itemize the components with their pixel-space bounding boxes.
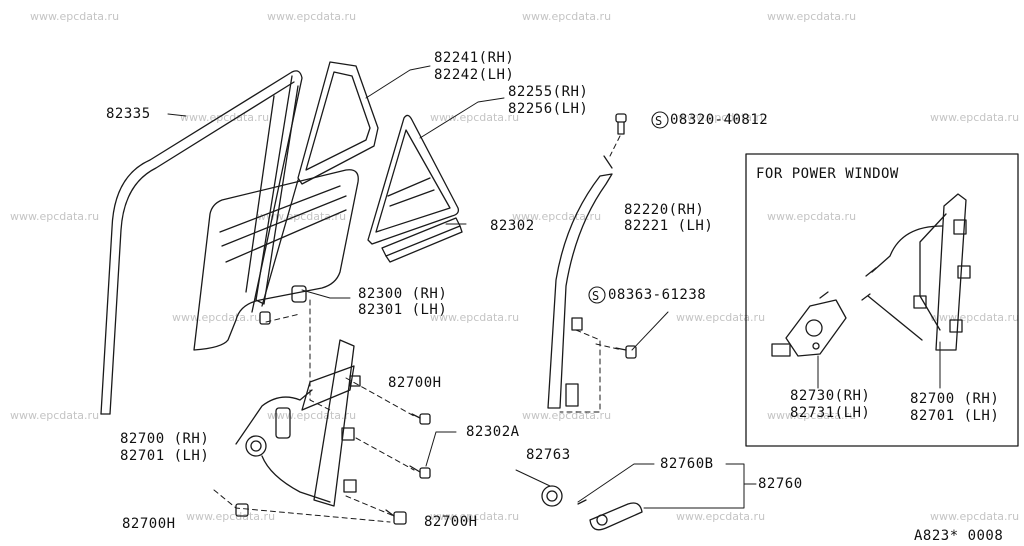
label-82221: 82221 (LH) — [624, 218, 714, 234]
inset-leader-lines — [817, 341, 941, 389]
bolt-82700h-1 — [411, 413, 431, 425]
label-82335: 82335 — [106, 106, 151, 122]
watermark: www.epcdata.ru — [767, 210, 857, 223]
watermark: www.epcdata.ru — [430, 510, 520, 523]
screw-08320 — [615, 113, 627, 135]
watermark: www.epcdata.ru — [522, 10, 612, 23]
diagram-code: A823* 0008 — [914, 528, 1004, 544]
label-82700h-lower-mid: 82700H — [424, 514, 478, 530]
watermark: www.epcdata.ru — [676, 510, 766, 523]
quarter-glass-82255 — [367, 114, 460, 245]
moulding-82302 — [381, 217, 463, 263]
watermark: www.epcdata.ru — [10, 409, 100, 422]
door-glass-82300 — [193, 169, 359, 351]
bolt-82302a — [409, 465, 431, 479]
label-82256: 82256(LH) — [508, 101, 589, 117]
watermark: www.epcdata.ru — [180, 111, 270, 124]
label-82302: 82302 — [490, 218, 535, 234]
watermark: www.epcdata.ru — [10, 210, 100, 223]
label-82241: 82241(RH) — [434, 50, 515, 66]
label-82760: 82760 — [758, 476, 803, 492]
watermark: www.epcdata.ru — [30, 10, 120, 23]
inset-title: FOR POWER WINDOW — [756, 166, 899, 182]
label-82255: 82255(RH) — [508, 84, 589, 100]
standard-part-letter: S — [592, 289, 599, 303]
label-82763: 82763 — [526, 447, 571, 463]
glass-run-frame-82241 — [245, 61, 379, 307]
bolt-82700h-3 — [235, 503, 249, 517]
label-82701-power: 82701 (LH) — [910, 408, 1000, 424]
label-82700h-lower-left: 82700H — [122, 516, 176, 532]
label-82242: 82242(LH) — [434, 67, 515, 83]
label-82220: 82220(RH) — [624, 202, 705, 218]
window-handle-82760 — [577, 499, 643, 531]
label-82700-manual: 82700 (RH) — [120, 431, 210, 447]
watermark: www.epcdata.ru — [267, 10, 357, 23]
watermark: www.epcdata.ru — [930, 111, 1020, 124]
label-82730: 82730(RH) — [790, 388, 871, 404]
label-82302a: 82302A — [466, 424, 520, 440]
label-08363: 08363-61238 — [608, 287, 707, 303]
watermark: www.epcdata.ru — [430, 311, 520, 324]
watermark: www.epcdata.ru — [512, 210, 602, 223]
watermark: www.epcdata.ru — [267, 409, 357, 422]
standard-part-symbol — [651, 111, 669, 129]
watermark: www.epcdata.ru — [767, 10, 857, 23]
label-82731: 82731(LH) — [790, 405, 871, 421]
label-82700-power: 82700 (RH) — [910, 391, 1000, 407]
label-82301: 82301 (LH) — [358, 302, 448, 318]
power-regulator-82700 — [861, 193, 971, 351]
leader-lines — [167, 65, 757, 509]
watermark: www.epcdata.ru — [678, 111, 768, 124]
standard-part-letter: S — [655, 114, 662, 128]
screw-08363 — [615, 345, 637, 359]
watermark: www.epcdata.ru — [430, 111, 520, 124]
manual-regulator-82700 — [235, 339, 361, 507]
watermark: www.epcdata.ru — [930, 311, 1020, 324]
standard-part-symbol — [588, 286, 606, 304]
label-82701-manual: 82701 (LH) — [120, 448, 210, 464]
window-motor-82730 — [771, 291, 847, 357]
weatherstrip-82335 — [100, 70, 303, 415]
watermark: www.epcdata.ru — [186, 510, 276, 523]
label-82700h-upper: 82700H — [388, 375, 442, 391]
power-window-inset-frame — [745, 153, 1019, 447]
dashed-guide-lines — [213, 135, 623, 523]
label-82760b: 82760B — [660, 456, 714, 472]
watermark: www.epcdata.ru — [767, 409, 857, 422]
watermark: www.epcdata.ru — [676, 311, 766, 324]
guide-channel-82220 — [547, 155, 613, 409]
label-08320: 08320-40812 — [670, 112, 769, 128]
escutcheon-82763 — [541, 485, 563, 507]
label-82300: 82300 (RH) — [358, 286, 448, 302]
watermark: www.epcdata.ru — [930, 510, 1020, 523]
bolt-82700h-2 — [385, 509, 407, 525]
